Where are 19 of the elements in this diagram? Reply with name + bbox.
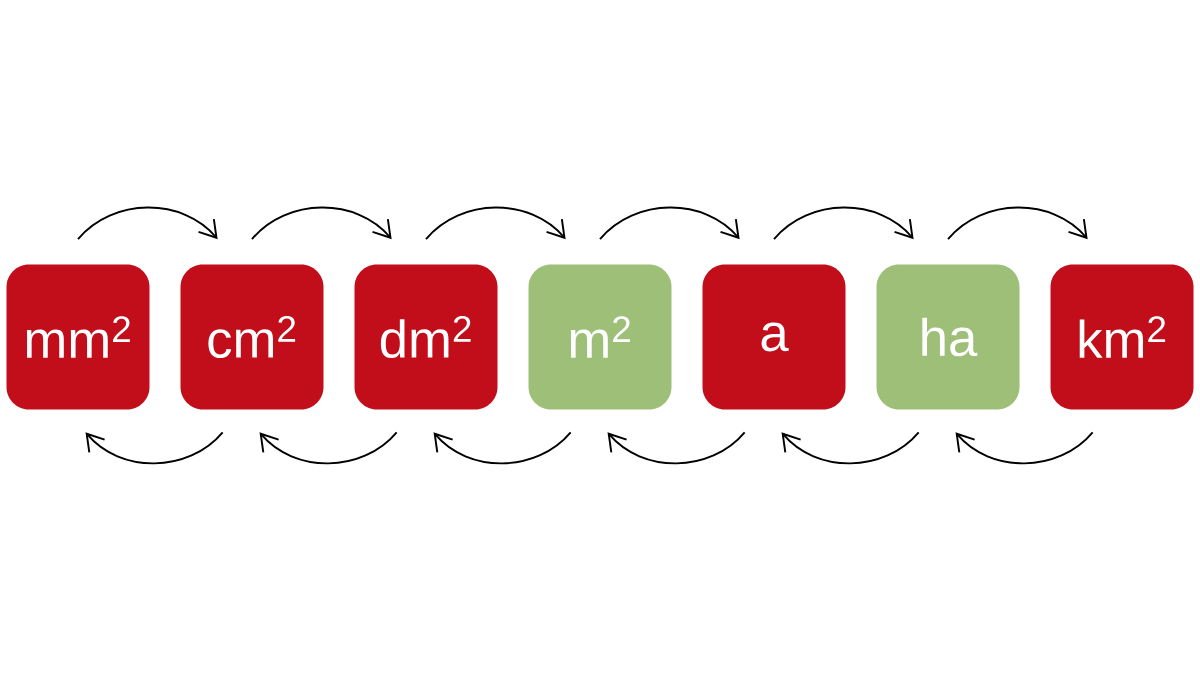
curved-arrow: [781, 431, 920, 465]
unit-box: a: [702, 264, 846, 410]
curved-arrow: [77, 206, 218, 241]
curved-arrow: [773, 206, 914, 241]
curved-arrow: [947, 206, 1088, 241]
curved-arrow: [251, 206, 392, 241]
curved-arrow: [85, 431, 224, 465]
unit-box: ha: [876, 264, 1020, 410]
curved-arrow: [425, 206, 566, 241]
unit-box: km$^{2}$: [1050, 264, 1194, 410]
unit-box: dm$^{2}$: [354, 264, 498, 410]
unit-box: m$^{2}$: [528, 264, 672, 410]
unit-box: cm$^{2}$: [180, 264, 324, 410]
curved-arrow: [433, 431, 572, 465]
curved-arrow: [599, 206, 740, 241]
curved-arrow: [955, 431, 1094, 465]
unit-box: mm$^{2}$: [6, 264, 150, 410]
curved-arrow: [259, 431, 398, 465]
curved-arrow: [607, 431, 746, 465]
